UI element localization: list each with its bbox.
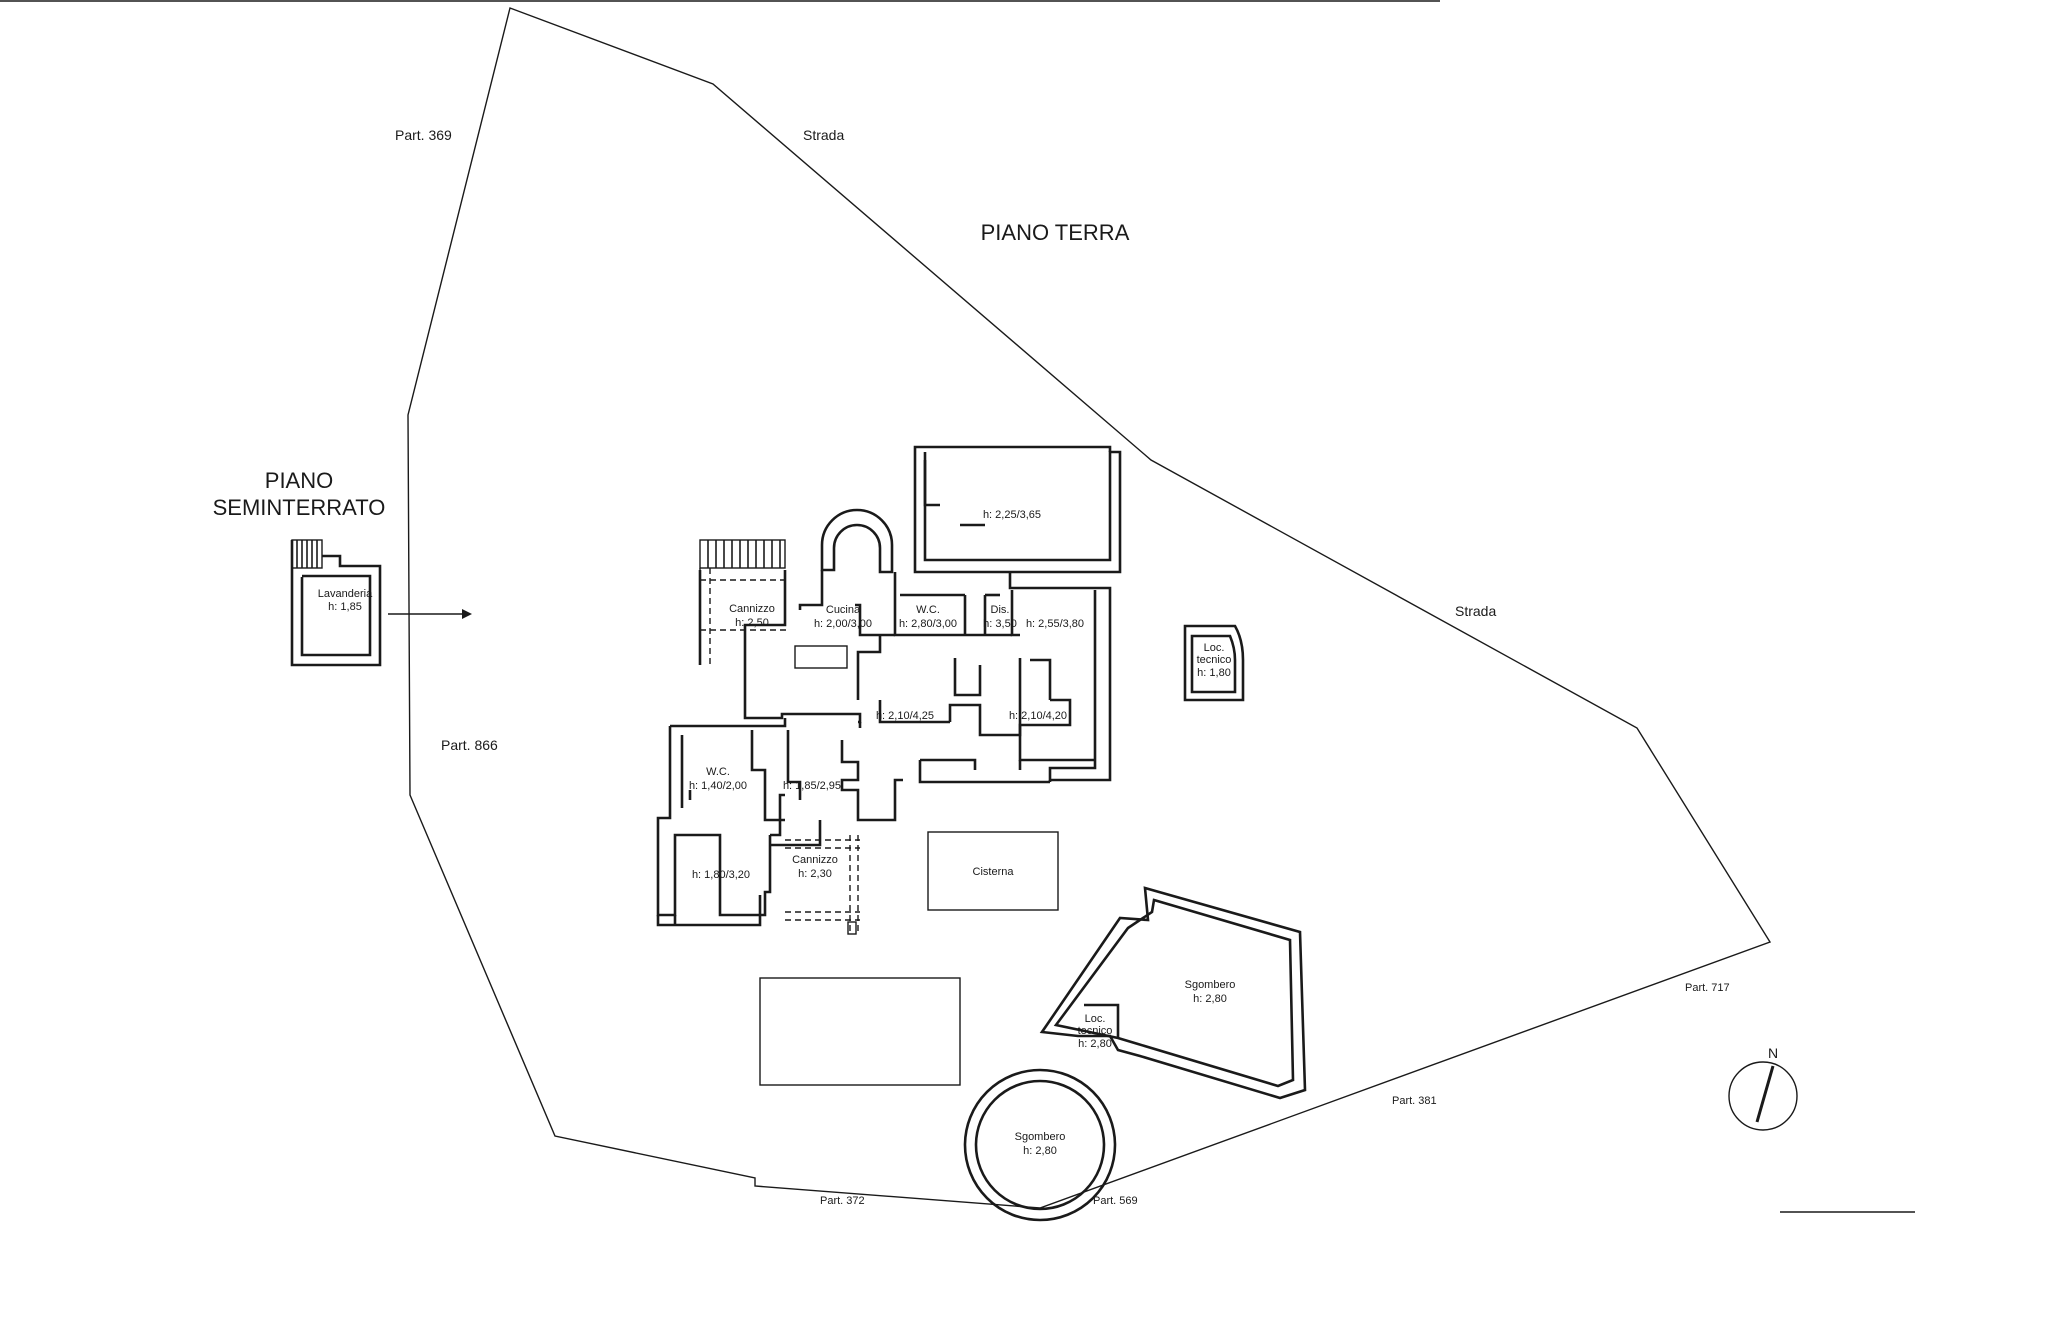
dis-name: Dis. <box>991 604 1010 616</box>
sgombero-1-building: Sgombero h: 2,80 Loc. tecnico h: 2,80 <box>1039 886 1307 1100</box>
wc-bottom-name: W.C. <box>706 766 730 778</box>
loc-tecnico-2-line2: tecnico <box>1078 1025 1113 1037</box>
room-right-height: h: 2,55/3,80 <box>1026 618 1084 630</box>
label-part-369: Part. 369 <box>395 127 452 143</box>
room-mid-right-height: h: 2,10/4,20 <box>1009 710 1067 722</box>
loc-tecnico-1: Loc. tecnico h: 1,80 <box>1183 624 1245 702</box>
wc-bottom-height: h: 1,40/2,00 <box>689 780 747 792</box>
loc-tecnico-1-height: h: 1,80 <box>1197 667 1231 679</box>
cisterna <box>927 831 1059 911</box>
sgombero-2-round: Sgombero h: 2,80 <box>963 1068 1117 1222</box>
sgombero-1-height: h: 2,80 <box>1193 993 1227 1005</box>
lavanderia-height: h: 1,85 <box>328 601 362 613</box>
cannizzo-bottom-name: Cannizzo <box>792 854 838 866</box>
cannizzo-top-name: Cannizzo <box>729 603 775 615</box>
cannizzo-top-height: h: 2,50 <box>735 617 769 629</box>
loc-tecnico-1-line1: Loc. <box>1204 642 1225 654</box>
room-bottom-left-height: h: 1,80/3,20 <box>692 869 750 881</box>
label-part-866: Part. 866 <box>441 737 498 753</box>
pool-rectangle <box>759 977 961 1086</box>
cannizzo-top: Cannizzo h: 2,50 <box>699 539 790 665</box>
loc-tecnico-2-height: h: 2,80 <box>1078 1038 1112 1050</box>
label-strada-top: Strada <box>803 127 844 143</box>
ground-floor-title: PIANO TERRA <box>981 220 1130 245</box>
room-mid-left-height: h: 2,10/4,25 <box>876 710 934 722</box>
lavanderia-room: Lavanderia h: 1,85 <box>290 539 382 667</box>
label-part-569: Part. 569 <box>1093 1195 1138 1207</box>
dis-height: h: 3,50 <box>983 618 1017 630</box>
room-small-height: h: 1,85/2,95 <box>783 780 841 792</box>
label-strada-right: Strada <box>1455 603 1496 619</box>
label-part-717: Part. 717 <box>1685 982 1730 994</box>
cucina-name: Cucina <box>826 604 861 616</box>
basement-title-line1: PIANO <box>265 468 333 493</box>
arrow-head <box>462 609 472 619</box>
property-boundary <box>407 7 1772 1209</box>
cannizzo-bottom: Cannizzo h: 2,30 <box>785 835 860 935</box>
main-house <box>656 445 1122 927</box>
cisterna-name: Cisterna <box>973 866 1015 878</box>
loc-tecnico-2-line1: Loc. <box>1085 1013 1106 1025</box>
loc-tecnico-1-line2: tecnico <box>1197 654 1232 666</box>
compass-needle-icon <box>1755 1065 1775 1123</box>
cannizzo-bottom-height: h: 2,30 <box>798 868 832 880</box>
label-part-381: Part. 381 <box>1392 1095 1437 1107</box>
room-upper-height: h: 2,25/3,65 <box>983 509 1041 521</box>
basement-title-line2: SEMINTERRATO <box>213 495 386 520</box>
wc-top-height: h: 2,80/3,00 <box>899 618 957 630</box>
sgombero-2-name: Sgombero <box>1015 1131 1066 1143</box>
compass-circle <box>1728 1061 1798 1131</box>
sgombero-1-name: Sgombero <box>1185 979 1236 991</box>
lavanderia-name: Lavanderia <box>318 588 373 600</box>
cucina-height: h: 2,00/3,00 <box>814 618 872 630</box>
north-compass: N <box>1728 1045 1798 1131</box>
wc-top-name: W.C. <box>916 604 940 616</box>
compass-north-label: N <box>1768 1045 1778 1061</box>
sgombero-2-height: h: 2,80 <box>1023 1145 1057 1157</box>
label-part-372: Part. 372 <box>820 1195 865 1207</box>
